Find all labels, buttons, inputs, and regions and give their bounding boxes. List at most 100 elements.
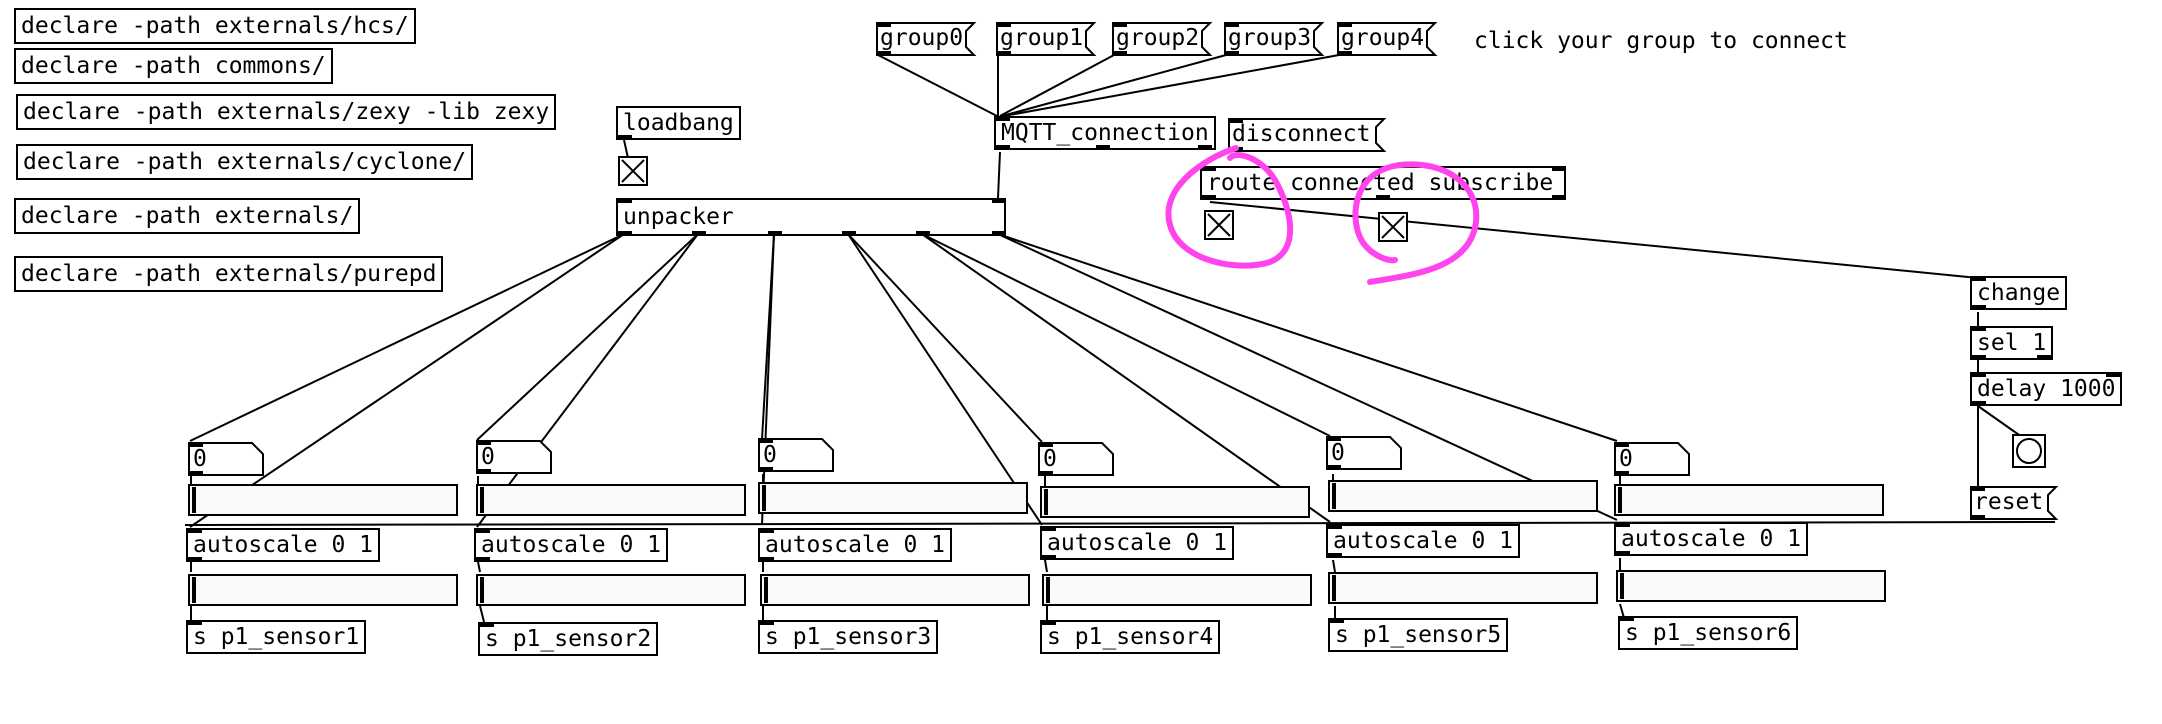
route-object[interactable]: route connected subscribe [1200, 166, 1566, 200]
outlet[interactable] [1972, 305, 1986, 310]
sensor5-autoscale-object[interactable]: autoscale 0 1 [1326, 524, 1521, 558]
sensor6-autoscale-object[interactable]: autoscale 0 1 [1614, 522, 1809, 556]
inlet[interactable] [2106, 372, 2121, 377]
slider-handle[interactable] [1332, 483, 1336, 509]
inlet[interactable] [1042, 620, 1056, 625]
sensor6-send-object[interactable]: s p1_sensor6 [1618, 616, 1799, 650]
unpacker-object[interactable]: unpacker [616, 198, 1006, 236]
sensor3-scaled-slider[interactable] [760, 574, 1030, 606]
slider-handle[interactable] [764, 577, 768, 603]
sensor4-number[interactable]: 0 [1038, 442, 1114, 476]
group2-message[interactable]: group2 [1112, 22, 1213, 56]
sensor4-autoscale-object[interactable]: autoscale 0 1 [1040, 526, 1235, 560]
outlet[interactable] [1042, 555, 1056, 560]
outlet[interactable] [1972, 355, 1986, 360]
declare-object-hcs[interactable]: declare -path externals/hcs/ [14, 8, 416, 44]
declare-object-commons[interactable]: declare -path commons/ [14, 48, 333, 84]
subscribe-toggle[interactable] [1378, 212, 1408, 242]
outlet[interactable] [1096, 145, 1110, 150]
sensor3-autoscale-object[interactable]: autoscale 0 1 [758, 528, 953, 562]
outlet[interactable] [1198, 145, 1212, 150]
declare-object-cyclone[interactable]: declare -path externals/cyclone/ [16, 144, 474, 180]
declare-object-externals[interactable]: declare -path externals/ [14, 198, 361, 234]
slider-handle[interactable] [480, 487, 484, 513]
inlet[interactable] [1552, 166, 1566, 171]
slider-handle[interactable] [1044, 489, 1048, 515]
inlet[interactable] [188, 620, 202, 625]
slider-handle[interactable] [1620, 573, 1624, 599]
sensor4-scaled-slider[interactable] [1042, 574, 1312, 606]
change-object[interactable]: change [1970, 276, 2068, 310]
inlet[interactable] [1330, 618, 1344, 623]
inlet[interactable] [188, 528, 202, 533]
slider-handle[interactable] [192, 577, 196, 603]
group0-message[interactable]: group0 [876, 22, 977, 56]
sensor4-raw-slider[interactable] [1040, 486, 1310, 518]
sensor2-autoscale-object[interactable]: autoscale 0 1 [474, 528, 669, 562]
outlet[interactable] [842, 231, 856, 236]
inlet[interactable] [992, 198, 1006, 203]
inlet[interactable] [1972, 372, 1986, 377]
outlet[interactable] [476, 557, 490, 562]
disconnect-message[interactable]: disconnect [1228, 118, 1387, 152]
inlet[interactable] [618, 198, 632, 203]
outlet[interactable] [618, 231, 632, 236]
inlet[interactable] [760, 528, 774, 533]
outlet[interactable] [188, 557, 202, 562]
group4-message[interactable]: group4 [1337, 22, 1438, 56]
outlet[interactable] [1972, 401, 1986, 406]
outlet[interactable] [1552, 195, 1566, 200]
inlet[interactable] [1972, 326, 1986, 331]
slider-handle[interactable] [480, 577, 484, 603]
inlet[interactable] [760, 620, 774, 625]
reset-message[interactable]: reset [1970, 486, 2059, 520]
slider-handle[interactable] [192, 487, 196, 513]
sensor1-send-object[interactable]: s p1_sensor1 [186, 620, 367, 654]
outlet[interactable] [760, 557, 774, 562]
outlet[interactable] [1202, 195, 1216, 200]
outlet[interactable] [1376, 195, 1390, 200]
sensor6-scaled-slider[interactable] [1616, 570, 1886, 602]
slider-handle[interactable] [1332, 575, 1336, 601]
mqtt-connection-object[interactable]: MQTT_connection [994, 116, 1216, 150]
inlet[interactable] [480, 622, 494, 627]
inlet[interactable] [1202, 166, 1216, 171]
outlet[interactable] [992, 231, 1006, 236]
sensor3-send-object[interactable]: s p1_sensor3 [758, 620, 939, 654]
declare-object-zexy[interactable]: declare -path externals/zexy -lib zexy [16, 94, 557, 130]
inlet[interactable] [1616, 522, 1630, 527]
inlet[interactable] [1328, 524, 1342, 529]
outlet[interactable] [1616, 551, 1630, 556]
group1-message[interactable]: group1 [996, 22, 1097, 56]
inlet[interactable] [1972, 276, 1986, 281]
sensor6-number[interactable]: 0 [1614, 442, 1690, 476]
slider-handle[interactable] [762, 485, 766, 511]
connected-toggle[interactable] [1204, 210, 1234, 240]
sensor5-number[interactable]: 0 [1326, 436, 1402, 470]
sensor5-raw-slider[interactable] [1328, 480, 1598, 512]
sensor5-scaled-slider[interactable] [1328, 572, 1598, 604]
outlet[interactable] [692, 231, 706, 236]
inlet[interactable] [996, 116, 1010, 121]
outlet[interactable] [2037, 355, 2052, 360]
outlet[interactable] [1328, 553, 1342, 558]
sensor1-scaled-slider[interactable] [188, 574, 458, 606]
sensor5-send-object[interactable]: s p1_sensor5 [1328, 618, 1509, 652]
loadbang-object[interactable]: loadbang [616, 106, 741, 140]
inlet[interactable] [1620, 616, 1634, 621]
outlet[interactable] [618, 135, 632, 140]
sensor2-send-object[interactable]: s p1_sensor2 [478, 622, 659, 656]
bang-button[interactable] [2012, 434, 2046, 468]
inlet[interactable] [1042, 526, 1056, 531]
sensor1-autoscale-object[interactable]: autoscale 0 1 [186, 528, 381, 562]
sensor1-number[interactable]: 0 [188, 442, 264, 476]
sensor1-raw-slider[interactable] [188, 484, 458, 516]
loadbang-toggle[interactable] [618, 156, 648, 186]
outlet[interactable] [996, 145, 1010, 150]
sensor3-number[interactable]: 0 [758, 438, 834, 472]
slider-handle[interactable] [1618, 487, 1622, 513]
outlet[interactable] [768, 231, 782, 236]
inlet[interactable] [476, 528, 490, 533]
sensor2-scaled-slider[interactable] [476, 574, 746, 606]
